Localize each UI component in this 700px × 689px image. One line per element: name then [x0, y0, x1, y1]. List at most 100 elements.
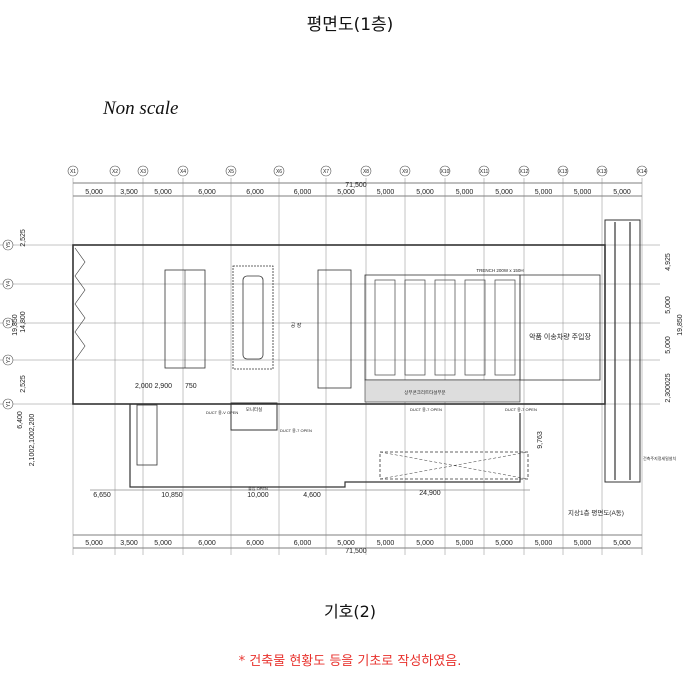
left-middle: 14,800 — [20, 311, 27, 333]
grid-bubble — [2, 239, 14, 251]
span-dim: 6,000 — [294, 189, 312, 196]
grid-label: X7 — [323, 169, 329, 175]
footnote: * 건축물 현황도 등을 기초로 작성하였음. — [238, 654, 462, 669]
span-dim: 5,000 — [456, 540, 474, 547]
span-dim: 5,000 — [377, 189, 395, 196]
span-dim: 6,000 — [246, 189, 264, 196]
pit — [379, 451, 529, 480]
span-dim: 5,000 — [154, 540, 172, 547]
stair — [136, 404, 158, 466]
page-title: 평면도(1층) — [306, 15, 394, 35]
span-dim: 5,000 — [535, 540, 553, 547]
span-dim: 5,000 — [416, 540, 434, 547]
span-dim: 5,000 — [85, 540, 103, 547]
grid-bubble — [273, 165, 285, 177]
walls — [72, 219, 641, 488]
grid-bubble — [557, 165, 569, 177]
span-dim: 6,000 — [294, 540, 312, 547]
right-strip — [604, 219, 641, 483]
folding-door — [74, 247, 86, 361]
tank-group — [364, 274, 521, 381]
span-dim: 5,000 — [535, 189, 553, 196]
grid-label: X11 — [480, 169, 489, 175]
left-top: 2,525 — [20, 229, 27, 247]
span-dim: 5,000 — [613, 540, 631, 547]
span-dim: 6,000 — [246, 540, 264, 547]
grid-label: X2 — [112, 169, 118, 175]
grid-bubble — [2, 278, 14, 290]
grid-label: Y5 — [6, 242, 12, 248]
grid-bubble — [225, 165, 237, 177]
grid-bubble — [439, 165, 451, 177]
left-lower-parts: 2,1002,1002,200 — [29, 414, 36, 467]
lower-dim: 24,900 — [419, 490, 441, 497]
grid-label: Y2 — [6, 357, 12, 363]
tank-cell — [374, 279, 396, 376]
span-dim: 3,500 — [120, 189, 138, 196]
duct-label: DUCT 용-7 OPEN — [410, 407, 442, 412]
grid-bubble — [2, 317, 14, 329]
lower-dim: 10,000 — [247, 492, 269, 499]
trench-label: TRENCH 200W x 150H — [476, 268, 523, 273]
lower-dim: 10,850 — [161, 492, 183, 499]
grid-bubble — [360, 165, 372, 177]
grid-label: X4 — [180, 169, 186, 175]
grid-label: Y3 — [6, 320, 12, 326]
span-dim: 5,000 — [416, 189, 434, 196]
right-dim: 5,000 — [665, 336, 672, 354]
hall-label: 공 장 — [291, 322, 302, 329]
span-dim: 5,000 — [574, 540, 592, 547]
span-dim: 5,000 — [85, 189, 103, 196]
grid-label: Y4 — [6, 281, 12, 287]
right-dim: 5,000 — [665, 296, 672, 314]
grid-bubble — [177, 165, 189, 177]
grid-bubble — [596, 165, 608, 177]
grid-bubble — [636, 165, 648, 177]
span-dim: 5,000 — [456, 189, 474, 196]
monitor-room — [230, 402, 278, 431]
grid-label: X5 — [228, 169, 234, 175]
span-dim: 5,000 — [337, 540, 355, 547]
total-width-top: 71,500 — [345, 182, 367, 189]
floor-plan: X1 5,000 5,000 X2 3,500 3,500 X3 5,000 5,000 X4 6,… — [0, 165, 684, 555]
grid-bubble — [67, 165, 79, 177]
left-lower-total: 6,400 — [17, 411, 24, 429]
concrete-area — [364, 379, 521, 403]
grid-label: X1 — [70, 169, 76, 175]
grid-bubble — [2, 354, 14, 366]
span-dim: 5,000 — [154, 189, 172, 196]
grid-lines: X1 5,000 5,000 X2 3,500 3,500 X3 5,000 5,000 X4 6,… — [0, 165, 660, 555]
total-width-bottom: 71,500 — [345, 548, 367, 555]
span-dim: 5,000 — [613, 189, 631, 196]
right-dim: 2,300025 — [665, 373, 672, 402]
grid-bubble — [109, 165, 121, 177]
span-dim: 6,000 — [198, 540, 216, 547]
span-dim: 5,000 — [377, 540, 395, 547]
span-dim: 5,000 — [337, 189, 355, 196]
tank-3 — [317, 269, 352, 389]
grid-label: X12 — [520, 169, 529, 175]
inner-dim: 2,000 2,900 — [135, 383, 172, 390]
duct-label: DUCT 용-V OPEN — [206, 410, 238, 415]
outdoor-label: 건축주지정세밀설치 — [643, 455, 676, 461]
right-total: 19,850 — [677, 314, 684, 336]
span-dim: 3,500 — [120, 540, 138, 547]
tank-cell — [494, 279, 516, 376]
tank-cell — [434, 279, 456, 376]
grid-label: X3 — [140, 169, 146, 175]
span-dim: 5,000 — [574, 189, 592, 196]
plan-caption: 지상1층 평면도(A동) — [568, 508, 624, 517]
grid-bubble — [137, 165, 149, 177]
inner-dim: 750 — [185, 383, 197, 390]
lower-dim: 6,650 — [93, 492, 111, 499]
grid-label: X10 — [441, 169, 450, 175]
span-dim: 5,000 — [495, 540, 513, 547]
grid-label: X9 — [402, 169, 408, 175]
span-dim: 5,000 — [495, 189, 513, 196]
grid-bubble — [399, 165, 411, 177]
grid-bubble — [320, 165, 332, 177]
grid-label: X8 — [363, 169, 369, 175]
duct-label: DUCT 용-7 OPEN — [505, 407, 537, 412]
scale-note: Non scale — [103, 98, 179, 119]
left-total: 19,850 — [12, 314, 19, 336]
